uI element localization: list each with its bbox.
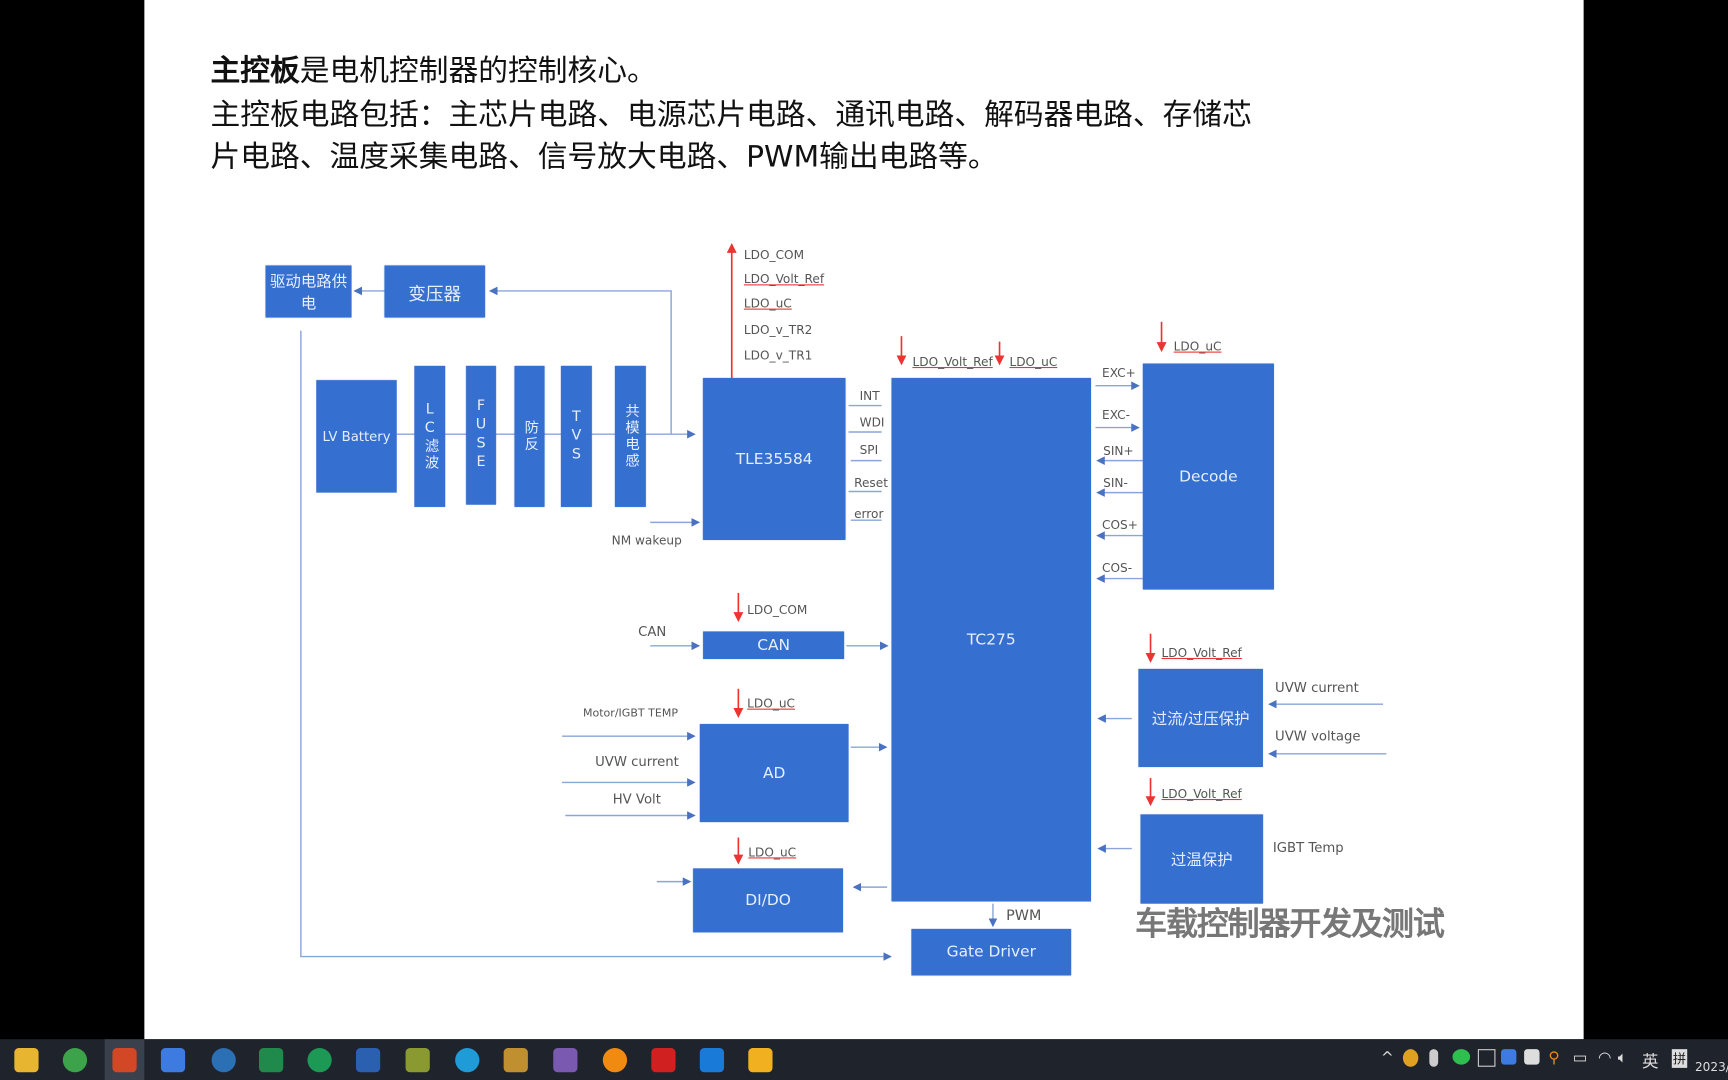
- block-overcurrent-protection: 过流/过压保护: [1138, 668, 1263, 768]
- label-pin: Reset: [854, 476, 888, 491]
- screen-icon[interactable]: [1477, 1049, 1496, 1067]
- block-overtemp-protection: 过温保护: [1140, 814, 1263, 904]
- qq-icon[interactable]: [1402, 1049, 1419, 1067]
- file-explorer-icon[interactable]: [14, 1048, 39, 1073]
- slide-line-3: 片电路、温度采集电路、信号放大电路、PWM输出电路等。: [210, 139, 998, 175]
- watermark: 车载控制器开发及测试: [1135, 904, 1445, 943]
- label-ldo: LDO_uC: [743, 296, 792, 311]
- label-ldo: LDO_uC: [1009, 354, 1058, 370]
- label-otp-input: IGBT Temp: [1272, 839, 1344, 856]
- label-pin: EXC-: [1102, 407, 1130, 423]
- label-ldo: LDO_v_TR2: [743, 322, 813, 338]
- ime-pinyin[interactable]: 拼: [1671, 1049, 1688, 1068]
- label-pin: SIN-: [1103, 476, 1128, 491]
- app-icon[interactable]: [553, 1048, 578, 1073]
- label-pin: COS-: [1102, 560, 1133, 576]
- search-tray-icon[interactable]: ⚲: [1548, 1049, 1560, 1067]
- block-decode: Decode: [1142, 363, 1274, 590]
- wechat-icon[interactable]: [1452, 1049, 1471, 1065]
- block-tvs: TVS: [560, 365, 592, 507]
- cloud-icon[interactable]: [699, 1048, 725, 1073]
- label-ocp-input: UVW current: [1275, 679, 1359, 696]
- label-ldo: LDO_Volt_Ref: [1161, 645, 1242, 661]
- word-icon[interactable]: [355, 1048, 381, 1073]
- block-reverse-protection: 防反: [514, 365, 545, 507]
- mail-icon[interactable]: [748, 1048, 773, 1073]
- block-fuse: FUSE: [466, 365, 496, 505]
- chevron-up-icon[interactable]: ^: [1380, 1049, 1394, 1067]
- tool-icon[interactable]: [503, 1048, 528, 1073]
- battery-icon[interactable]: ▭: [1572, 1049, 1588, 1067]
- label-ldo: LDO_Volt_Ref: [912, 354, 993, 370]
- label-ldo: LDO_COM: [747, 602, 808, 618]
- label-ldo: LDO_v_TR1: [743, 348, 813, 363]
- block-lv-battery: LV Battery: [316, 380, 397, 493]
- label-can-input: CAN: [638, 623, 667, 640]
- notes-icon[interactable]: [160, 1048, 186, 1073]
- wps-sheet-icon[interactable]: [307, 1048, 332, 1073]
- microphone-icon[interactable]: [1429, 1049, 1439, 1067]
- label-pwm: PWM: [1006, 908, 1042, 925]
- ime-language[interactable]: 英: [1642, 1051, 1659, 1072]
- block-ad: AD: [699, 724, 849, 823]
- pdf-icon[interactable]: [651, 1048, 676, 1073]
- label-ldo: LDO_uC: [748, 845, 797, 860]
- label-ad-input: HV Volt: [612, 791, 661, 807]
- block-gate-driver: Gate Driver: [911, 929, 1072, 976]
- edge-icon[interactable]: [455, 1048, 480, 1073]
- label-pin: SPI: [859, 443, 879, 458]
- block-transformer: 变压器: [384, 265, 485, 318]
- wifi-icon[interactable]: ◠: [1597, 1049, 1612, 1067]
- label-ldo: LDO_uC: [1173, 339, 1222, 354]
- label-pin: error: [854, 506, 884, 522]
- label-pin: INT: [859, 389, 880, 404]
- label-ldo: LDO_COM: [743, 247, 805, 263]
- media-icon[interactable]: [211, 1048, 236, 1073]
- label-ldo: LDO_Volt_Ref: [743, 272, 825, 287]
- browser-360-icon[interactable]: [62, 1048, 88, 1073]
- excel-icon[interactable]: [258, 1048, 284, 1073]
- slide-line-1: 主控板是电机控制器的控制核心。: [210, 53, 657, 89]
- label-ocp-input: UVW voltage: [1275, 728, 1361, 744]
- block-dido: DI/DO: [693, 868, 844, 933]
- clock-date[interactable]: 2023/: [1694, 1060, 1728, 1075]
- block-tle35584: TLE35584: [703, 377, 846, 540]
- label-ad-input: UVW current: [595, 753, 679, 770]
- label-pin: SIN+: [1103, 444, 1134, 459]
- block-can: CAN: [703, 631, 845, 660]
- powerpoint-icon[interactable]: [112, 1048, 137, 1073]
- label-nm-wakeup: NM wakeup: [611, 533, 682, 548]
- slide-line-2: 主控板电路包括：主芯片电路、电源芯片电路、通讯电路、解码器电路、存储芯: [210, 98, 1252, 133]
- taskbar: ^ ⚲ ▭ ◠ 🔈︎ 英 拼 2023/: [0, 1039, 1728, 1080]
- project-icon[interactable]: [405, 1048, 430, 1073]
- speaker-icon[interactable]: 🔈︎: [1617, 1049, 1628, 1067]
- block-tc275: TC275: [891, 377, 1092, 902]
- label-ldo: LDO_uC: [747, 696, 796, 711]
- block-lc-filter: LC滤波: [414, 365, 446, 507]
- notes-tray-icon[interactable]: [1500, 1049, 1517, 1065]
- label-pin: WDI: [859, 415, 885, 430]
- block-common-mode-choke: 共模电感: [614, 365, 646, 507]
- label-ldo: LDO_Volt_Ref: [1161, 786, 1242, 802]
- label-pin: EXC+: [1102, 365, 1136, 381]
- search-icon[interactable]: [602, 1048, 628, 1073]
- block-drive-power: 驱动电路供电: [265, 265, 352, 318]
- label-pin: COS+: [1102, 517, 1138, 533]
- label-ad-input: Motor/IGBT TEMP: [582, 707, 678, 720]
- cloud-tray-icon[interactable]: [1524, 1049, 1540, 1065]
